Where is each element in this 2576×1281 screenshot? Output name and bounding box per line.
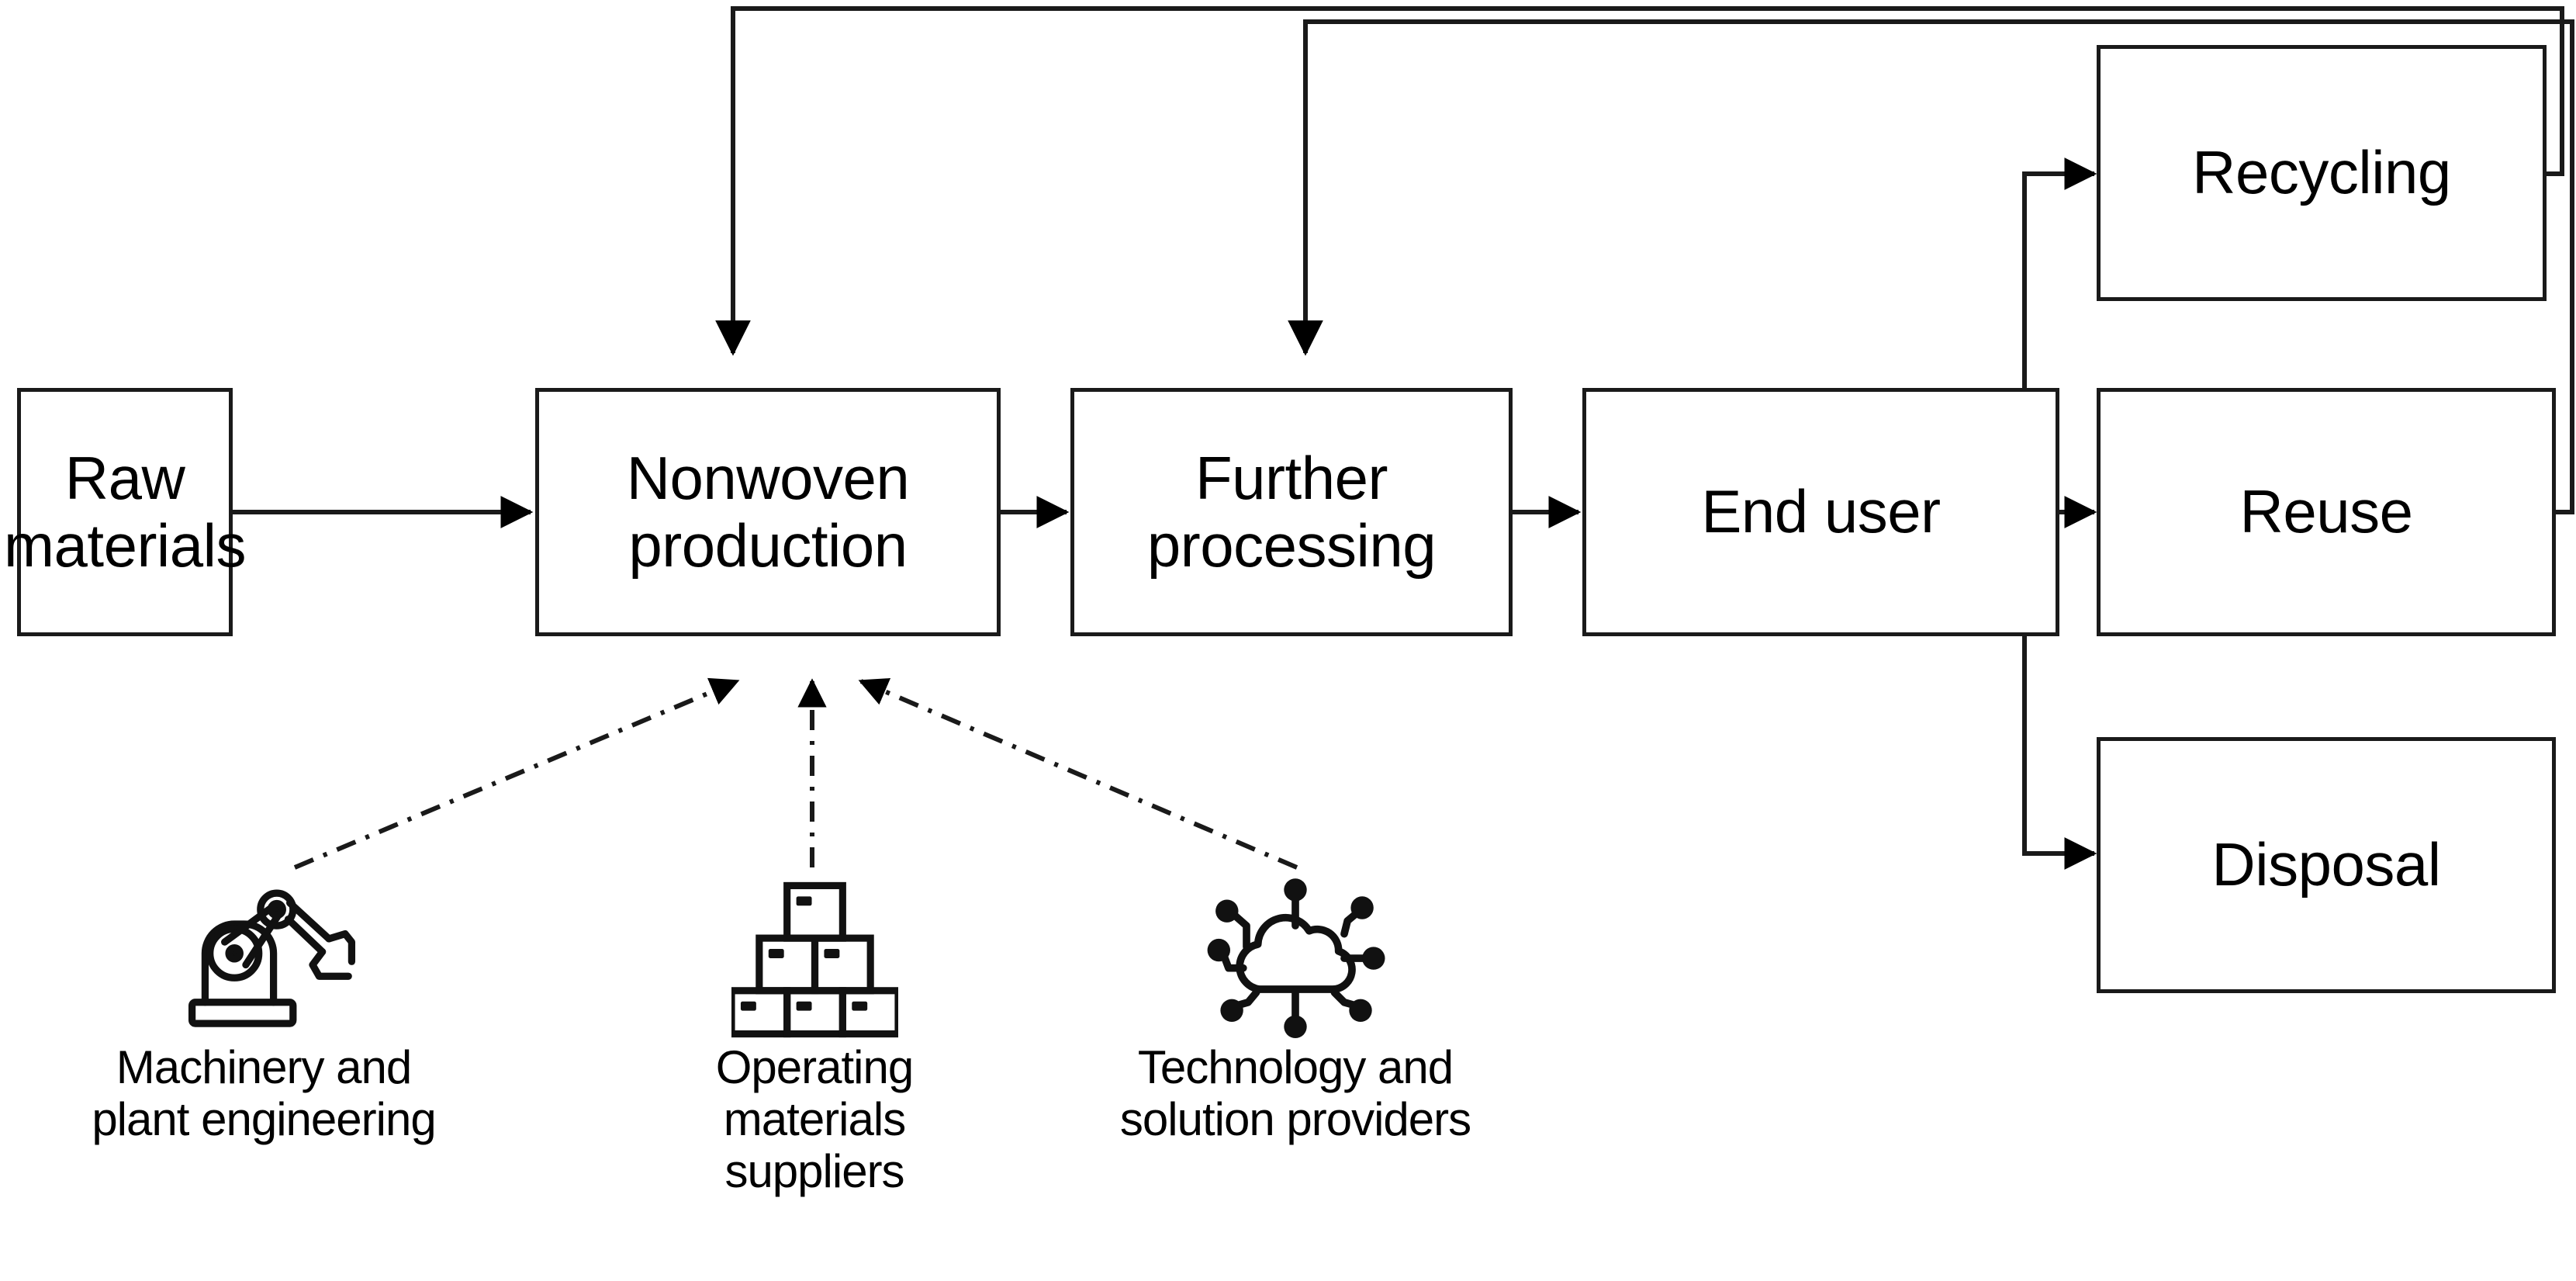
node-raw-materials[interactable]: Raw materials	[4, 388, 246, 636]
connector-feedback-recycling	[715, 6, 2564, 356]
actor-technology-and-solution-providers[interactable]: Technology and solution providers	[1051, 875, 1540, 1145]
node-end-user[interactable]: End user	[1582, 388, 2059, 636]
node-recycling-label: Recycling	[2192, 138, 2451, 207]
actor-operating-materials-suppliers-label: Operating materials suppliers	[715, 1041, 915, 1198]
connector-machinery-to-nonwoven	[293, 677, 740, 870]
node-reuse[interactable]: Reuse	[2097, 388, 2556, 636]
connector-technology-to-nonwoven	[858, 678, 1298, 870]
node-nonwoven-production[interactable]: Nonwoven production	[535, 388, 1001, 636]
actor-machinery-and-plant-engineering[interactable]: Machinery and plant engineering	[16, 875, 512, 1145]
robotic-arm-icon	[188, 889, 356, 1027]
connector-feedback-reuse	[1288, 19, 2574, 514]
stacked-boxes-icon	[731, 881, 898, 1038]
actor-operating-materials-suppliers[interactable]: Operating materials suppliers	[605, 875, 1024, 1198]
node-raw-materials-label: Raw materials	[4, 443, 246, 580]
node-end-user-label: End user	[1701, 477, 1941, 546]
node-recycling[interactable]: Recycling	[2097, 45, 2547, 301]
node-reuse-label: Reuse	[2239, 477, 2413, 546]
node-further-processing[interactable]: Further processing	[1070, 388, 1513, 636]
node-disposal[interactable]: Disposal	[2097, 737, 2556, 993]
actor-technology-and-solution-providers-label: Technology and solution providers	[1119, 1041, 1471, 1146]
cloud-network-icon	[1207, 878, 1385, 1038]
node-nonwoven-production-label: Nonwoven production	[626, 443, 910, 580]
node-disposal-label: Disposal	[2211, 830, 2441, 899]
node-further-processing-label: Further processing	[1146, 443, 1437, 580]
actor-machinery-and-plant-engineering-label: Machinery and plant engineering	[92, 1041, 436, 1146]
